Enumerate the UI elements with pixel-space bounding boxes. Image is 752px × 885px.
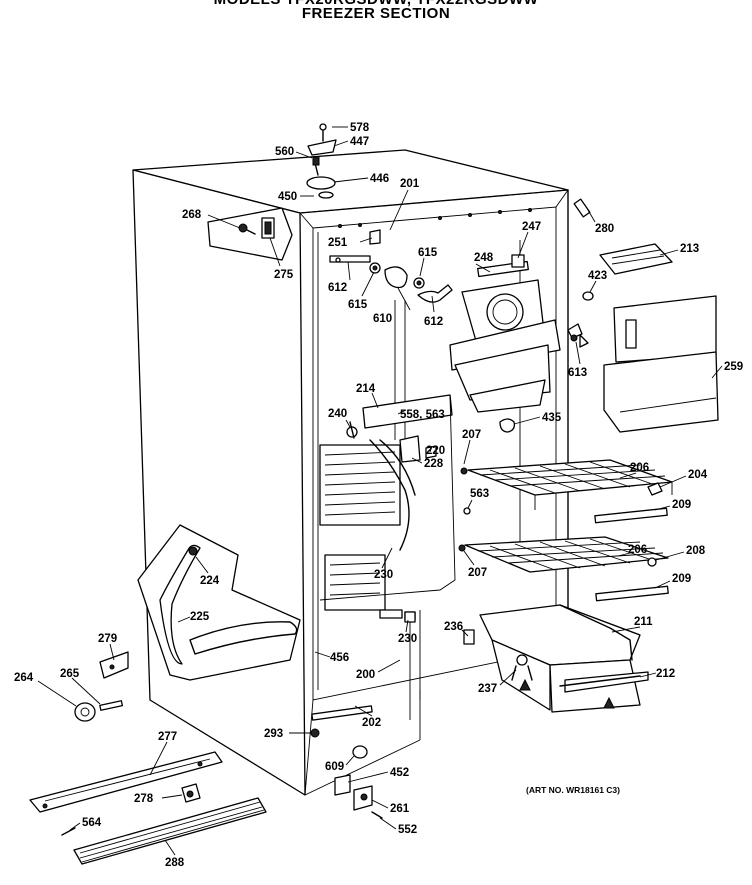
ice-bucket	[479, 604, 649, 713]
callout-230-upper: 230	[374, 569, 393, 581]
callout-563: 563	[470, 488, 489, 500]
callout-278: 278	[134, 793, 154, 805]
bottom-parts	[310, 705, 383, 819]
callout-251: 251	[328, 237, 348, 249]
callout-259: 259	[724, 361, 743, 373]
screw-564	[61, 827, 76, 836]
callout-279: 279	[98, 633, 117, 645]
callout-225: 225	[190, 611, 210, 623]
callout-208: 208	[686, 545, 706, 557]
leader-lines	[37, 126, 723, 856]
callout-612-right: 612	[424, 316, 443, 328]
callout-609: 609	[325, 761, 344, 773]
callout-214: 214	[356, 383, 376, 395]
evaporator-fan-parts	[329, 229, 453, 303]
callout-261: 261	[390, 803, 410, 815]
callout-230-lower: 230	[398, 633, 417, 645]
callout-220: 220	[426, 445, 445, 457]
callout-615-lower: 615	[348, 299, 368, 311]
art-number: (ART NO. WR18161 C3)	[526, 785, 620, 795]
control-housing	[207, 207, 293, 261]
callout-423: 423	[588, 270, 607, 282]
models-title: MODELS TFX20RGSDWW, TFX22RGSDWW	[0, 0, 752, 8]
callout-labels: 578 447 560 446 450 201 268 275 251 615 …	[14, 122, 743, 869]
clips	[404, 611, 475, 645]
bracket-279	[99, 651, 129, 679]
roller-parts	[74, 700, 124, 722]
shelf-supports	[458, 418, 516, 552]
callout-201: 201	[400, 178, 420, 190]
callout-452: 452	[390, 767, 409, 779]
callout-450: 450	[278, 191, 297, 203]
callout-447: 447	[350, 136, 369, 148]
callout-202: 202	[362, 717, 381, 729]
fan-shroud	[449, 254, 561, 413]
callout-200: 200	[356, 669, 375, 681]
callout-237: 237	[478, 683, 497, 695]
callout-277: 277	[158, 731, 177, 743]
callout-613: 613	[568, 367, 587, 379]
callout-560: 560	[275, 146, 294, 158]
section-title: FREEZER SECTION	[301, 5, 451, 22]
callout-610: 610	[373, 313, 392, 325]
ice-maker-parts	[567, 198, 673, 348]
upper-wire-shelf	[467, 459, 673, 524]
callout-206-lower: 206	[628, 544, 647, 556]
callout-558-563: 558, 563	[400, 409, 445, 421]
callout-209-lower: 209	[672, 573, 691, 585]
toe-grille-288	[73, 797, 267, 865]
callout-552: 552	[398, 824, 417, 836]
callout-564: 564	[82, 817, 102, 829]
callout-212: 212	[656, 668, 675, 680]
callout-240: 240	[328, 408, 347, 420]
callout-236: 236	[444, 621, 463, 633]
callout-293: 293	[264, 728, 283, 740]
callout-213: 213	[680, 243, 699, 255]
callout-224: 224	[200, 575, 220, 587]
callout-206-upper: 206	[630, 462, 649, 474]
callout-248: 248	[474, 252, 494, 264]
callout-264: 264	[14, 672, 34, 684]
callout-612-left: 612	[328, 282, 347, 294]
callout-247: 247	[522, 221, 541, 233]
ice-maker	[603, 295, 719, 433]
callout-435: 435	[542, 412, 562, 424]
callout-275: 275	[274, 269, 294, 281]
callout-265: 265	[60, 668, 80, 680]
evaporator	[319, 394, 456, 621]
fill-tube-and-cover	[137, 524, 301, 681]
callout-209-upper: 209	[672, 499, 691, 511]
lower-wire-shelf	[464, 536, 669, 602]
callout-207-lower: 207	[468, 567, 487, 579]
callout-446: 446	[370, 173, 389, 185]
callout-280: 280	[595, 223, 614, 235]
callout-268: 268	[182, 209, 202, 221]
callout-204: 204	[688, 469, 708, 481]
callout-615-upper: 615	[418, 247, 438, 259]
callout-228: 228	[424, 458, 444, 470]
callout-578: 578	[350, 122, 370, 134]
slide-rail-277	[29, 751, 223, 813]
callout-207-upper: 207	[462, 429, 481, 441]
callout-456: 456	[330, 652, 349, 664]
top-hinge-assembly	[306, 123, 337, 199]
callout-211: 211	[634, 616, 653, 628]
callout-288: 288	[165, 857, 185, 869]
